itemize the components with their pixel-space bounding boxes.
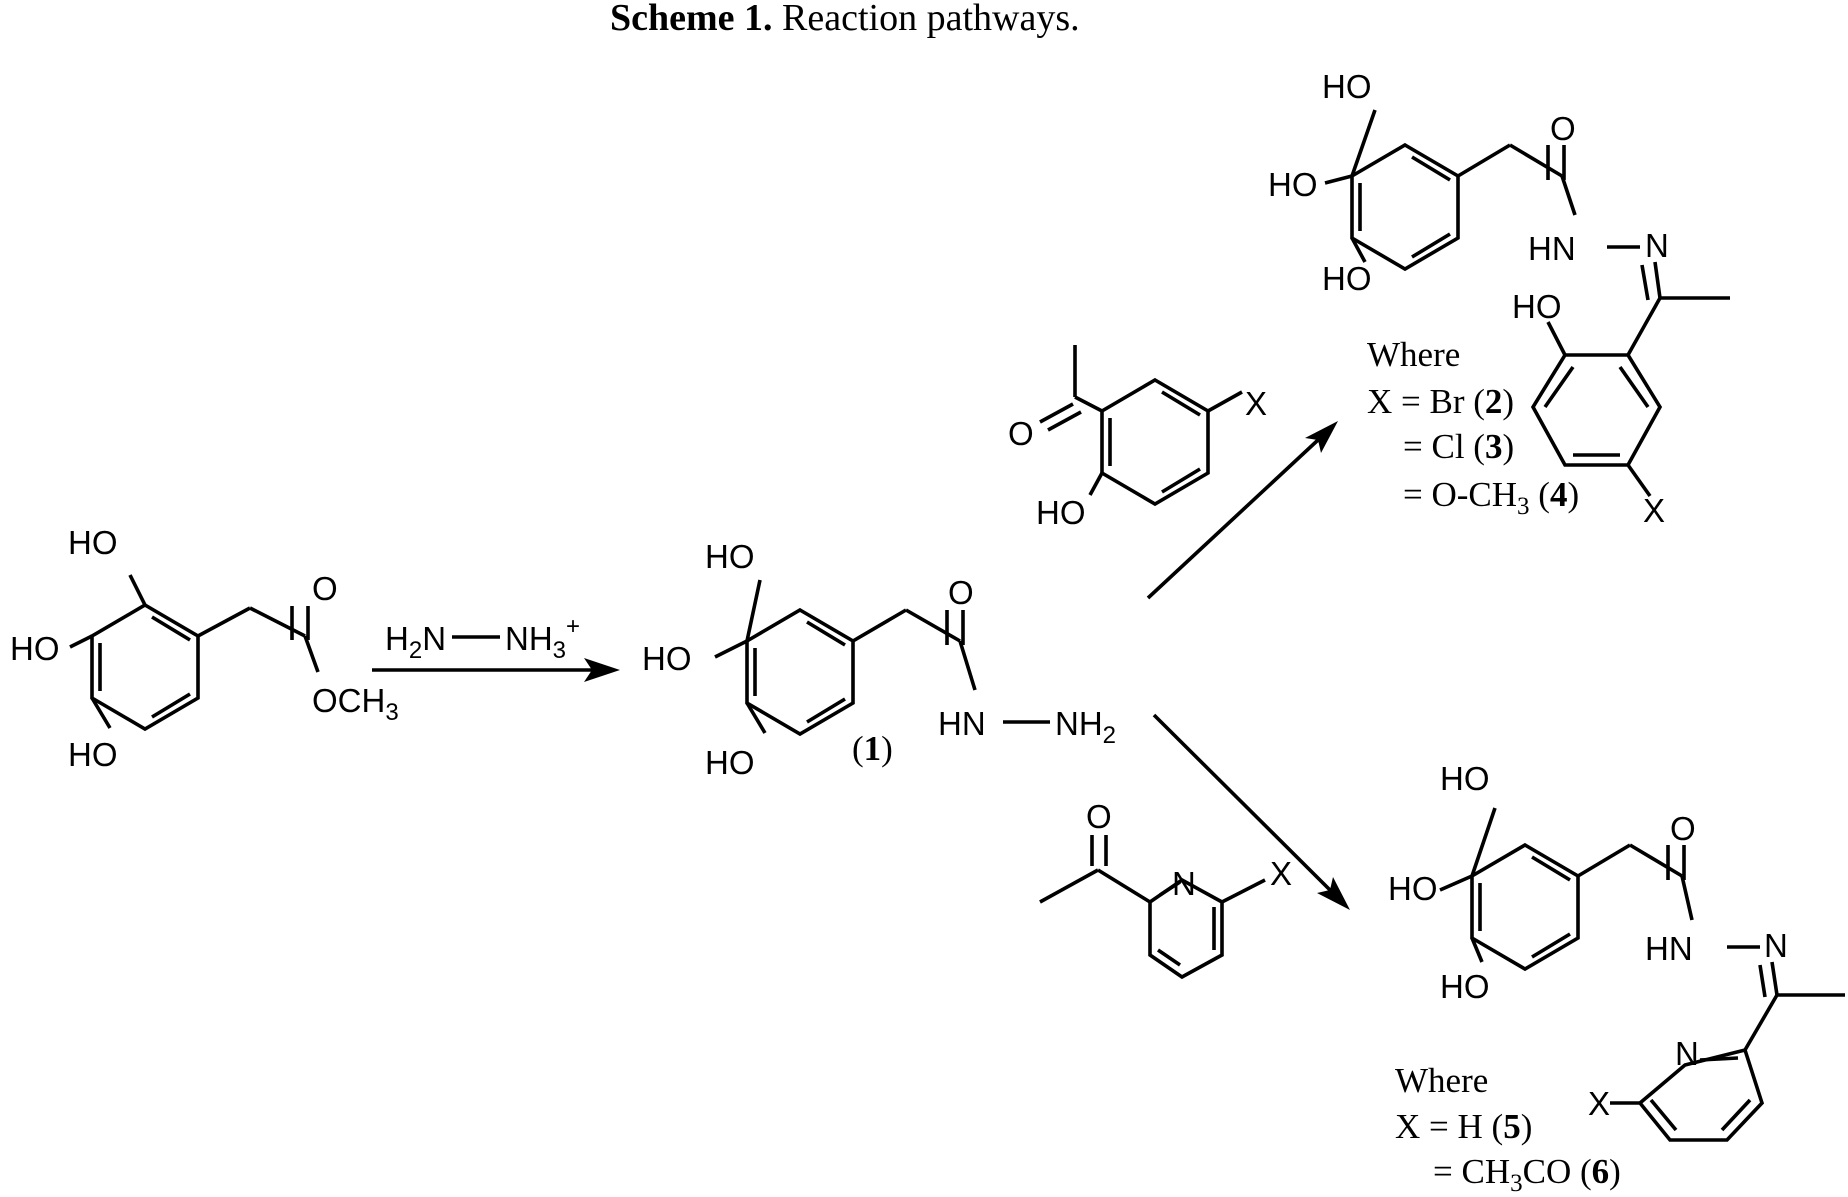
hydroxyl-label: HO bbox=[1322, 68, 1372, 105]
oxygen-label: O bbox=[1550, 110, 1576, 147]
scheme-title: Scheme 1. Reaction pathways. bbox=[610, 0, 1080, 39]
imine-nitrogen-label: N bbox=[1645, 227, 1669, 264]
where-legend-bottom: Where X = H (5) = CH3CO (6) bbox=[1395, 1061, 1621, 1197]
svg-text:= Cl (3): = Cl (3) bbox=[1403, 427, 1514, 466]
hydroxyl-label: HO bbox=[1388, 870, 1438, 907]
acetylpyridine-reagent: O N X bbox=[1039, 798, 1292, 980]
svg-text:= CH3CO (6): = CH3CO (6) bbox=[1433, 1152, 1621, 1197]
product-2-4: HO HO HO O HN N HO X bbox=[1268, 68, 1730, 529]
amine-label: HN bbox=[938, 705, 986, 742]
hydroxyacetophenone-reagent: O HO X bbox=[1008, 345, 1267, 531]
oxygen-label: O bbox=[1086, 798, 1112, 835]
hydrazine-reagent: H2N NH3+ bbox=[385, 613, 580, 664]
reaction-arrow-down bbox=[1152, 713, 1350, 910]
hydroxyl-label: HO bbox=[1440, 968, 1490, 1005]
reaction-arrow-up bbox=[1146, 421, 1338, 600]
hydroxyl-label: HO bbox=[1268, 166, 1318, 203]
amine-label: NH2 bbox=[1055, 705, 1116, 749]
compound-1: HO HO HO O HN NH2 (1) bbox=[642, 538, 1116, 781]
oxygen-label: O bbox=[1008, 415, 1034, 452]
imine-nitrogen-label: N bbox=[1764, 927, 1788, 964]
hydroxyl-label: HO bbox=[1440, 760, 1490, 797]
svg-text:X = H (5): X = H (5) bbox=[1395, 1107, 1532, 1146]
methoxy-label: OCH3 bbox=[312, 682, 399, 726]
svg-text:H2N: H2N bbox=[385, 620, 446, 664]
pyridine-nitrogen-label: N bbox=[1675, 1035, 1699, 1072]
compound-1-label: (1) bbox=[852, 729, 893, 768]
hydroxyl-label: HO bbox=[1322, 260, 1372, 297]
amine-label: HN bbox=[1528, 230, 1576, 267]
svg-text:X = Br (2): X = Br (2) bbox=[1367, 382, 1514, 421]
svg-text:NH3+: NH3+ bbox=[505, 613, 580, 664]
hydroxyl-label: HO bbox=[1512, 288, 1562, 325]
hydroxyl-label: HO bbox=[1036, 494, 1086, 531]
hydroxyl-label: HO bbox=[705, 538, 755, 575]
where-legend-top: Where X = Br (2) = Cl (3) = O-CH3 (4) bbox=[1367, 335, 1579, 520]
hydroxyl-label: HO bbox=[68, 524, 118, 561]
hydroxyl-label: HO bbox=[10, 630, 60, 667]
oxygen-label: O bbox=[948, 574, 974, 611]
hydroxyl-label: HO bbox=[705, 744, 755, 781]
substituent-x-label: X bbox=[1245, 385, 1267, 422]
svg-text:Where: Where bbox=[1395, 1061, 1488, 1100]
pyridine-nitrogen-label: N bbox=[1172, 865, 1196, 902]
amine-label: HN bbox=[1645, 930, 1693, 967]
substituent-x-label: X bbox=[1270, 855, 1292, 892]
hydroxyl-label: HO bbox=[642, 640, 692, 677]
oxygen-label: O bbox=[1670, 810, 1696, 847]
oxygen-label: O bbox=[312, 570, 338, 607]
methyl-gallate: HO HO HO O OCH3 bbox=[10, 524, 399, 773]
substituent-x-label: X bbox=[1643, 492, 1665, 529]
svg-text:= O-CH3 (4): = O-CH3 (4) bbox=[1403, 475, 1579, 520]
hydroxyl-label: HO bbox=[68, 736, 118, 773]
reaction-arrow-1 bbox=[372, 658, 620, 682]
substituent-x-label: X bbox=[1588, 1085, 1610, 1122]
svg-text:Where: Where bbox=[1367, 335, 1460, 374]
product-5-6: HO HO HO O HN N N X bbox=[1388, 760, 1845, 1142]
